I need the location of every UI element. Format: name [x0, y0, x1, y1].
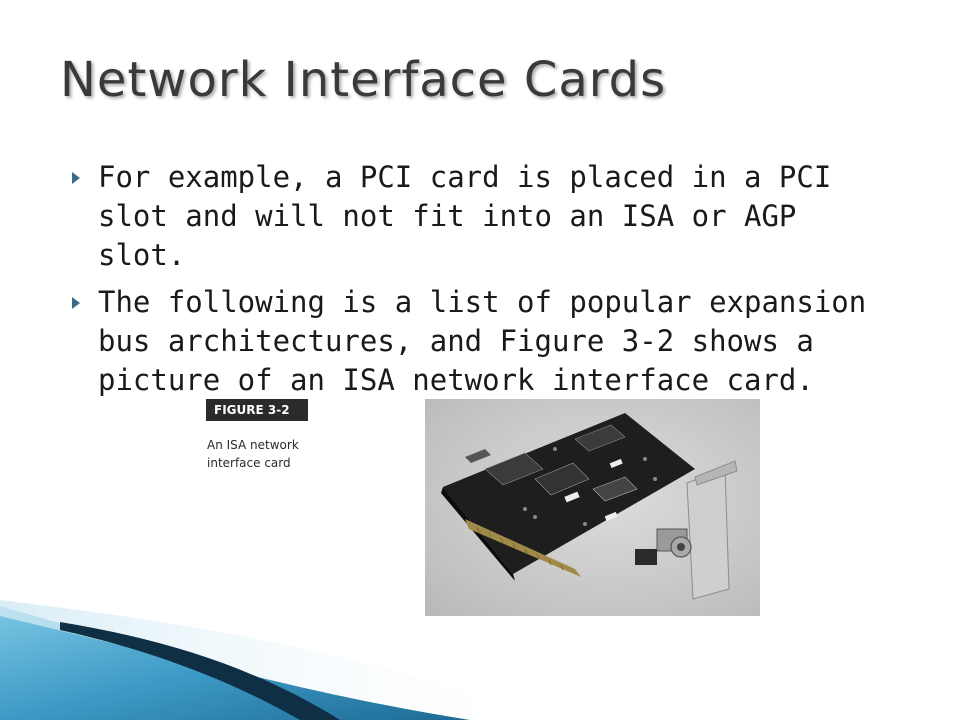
bullet-list: For example, a PCI card is placed in a P… — [72, 158, 892, 408]
figure-caption: An ISA network interface card — [207, 438, 299, 470]
bullet-item: The following is a list of popular expan… — [72, 283, 892, 400]
slide-title: Network Interface Cards — [60, 52, 667, 108]
figure-label: FIGURE 3-2 — [206, 399, 308, 421]
bullet-text: The following is a list of popular expan… — [98, 285, 867, 397]
bullet-arrow-icon — [72, 297, 80, 309]
bullet-item: For example, a PCI card is placed in a P… — [72, 158, 892, 275]
bullet-arrow-icon — [72, 172, 80, 184]
isa-network-card-illustration — [441, 413, 738, 600]
bullet-text: For example, a PCI card is placed in a P… — [98, 160, 832, 272]
network-card-photo — [425, 399, 760, 616]
